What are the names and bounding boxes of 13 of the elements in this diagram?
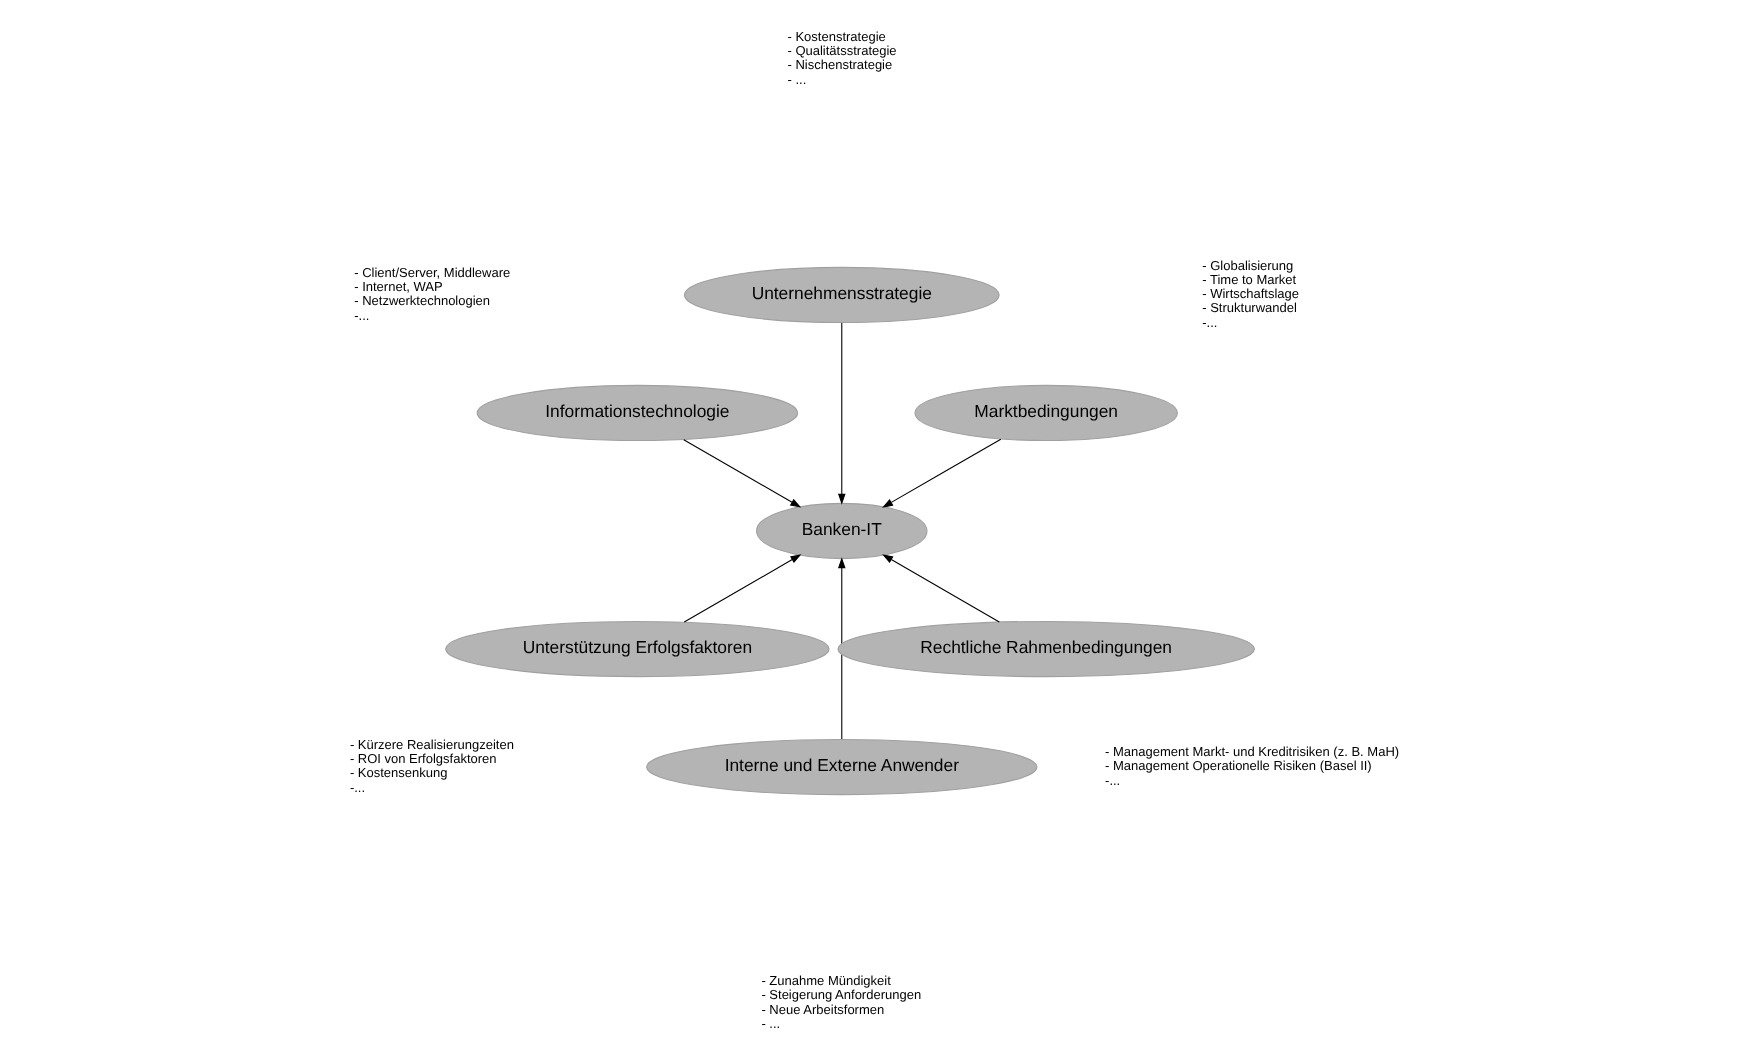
node-ellipse: Interne und Externe Anwender (646, 738, 1038, 796)
arrow (882, 554, 1000, 623)
arrow (882, 438, 1002, 508)
arrow (683, 554, 802, 623)
node-ellipse: Informationstechnologie (476, 384, 799, 442)
node-ellipse: Unterstützung Erfolgsfaktoren (445, 620, 830, 678)
node-ellipse: Rechtliche Rahmenbedingungen (837, 620, 1255, 678)
arrow (837, 322, 846, 505)
arrow (683, 439, 802, 508)
node-ellipse: Unternehmensstrategie (683, 266, 1000, 324)
arrow (837, 557, 846, 740)
node-ellipse: Banken-IT (756, 502, 928, 560)
node-ellipse: Marktbedingungen (914, 384, 1178, 442)
